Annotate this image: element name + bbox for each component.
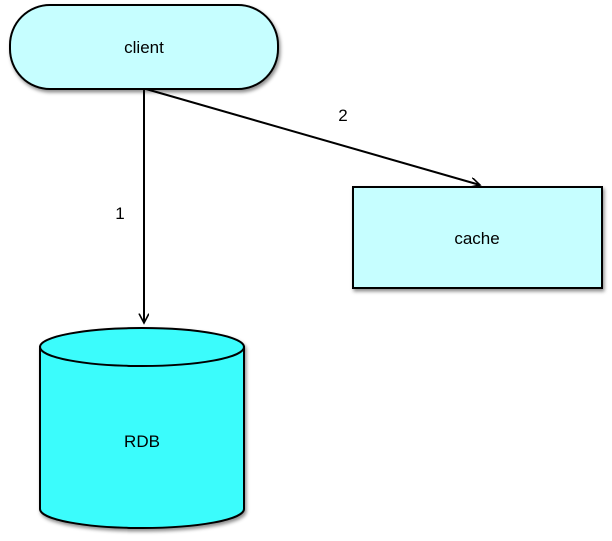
- rdb-cylinder-top: [39, 327, 245, 367]
- rdb-cylinder-body: [39, 346, 245, 529]
- rdb-label: RDB: [124, 432, 160, 451]
- edge-client-to-rdb: 1: [115, 89, 144, 323]
- edge-client-to-rdb-label: 1: [115, 204, 124, 223]
- cache-label: cache: [454, 229, 499, 248]
- cache-shape: [352, 186, 603, 289]
- client-label: client: [124, 38, 164, 57]
- edge-client-to-cache: 2: [145, 88, 480, 185]
- client-node: client: [9, 4, 279, 90]
- cache-node: cache: [352, 186, 603, 289]
- edge-client-to-cache-line: [145, 88, 480, 185]
- rdb-node: RDB: [39, 327, 245, 529]
- client-shape: [9, 4, 279, 90]
- edge-client-to-cache-label: 2: [338, 106, 347, 125]
